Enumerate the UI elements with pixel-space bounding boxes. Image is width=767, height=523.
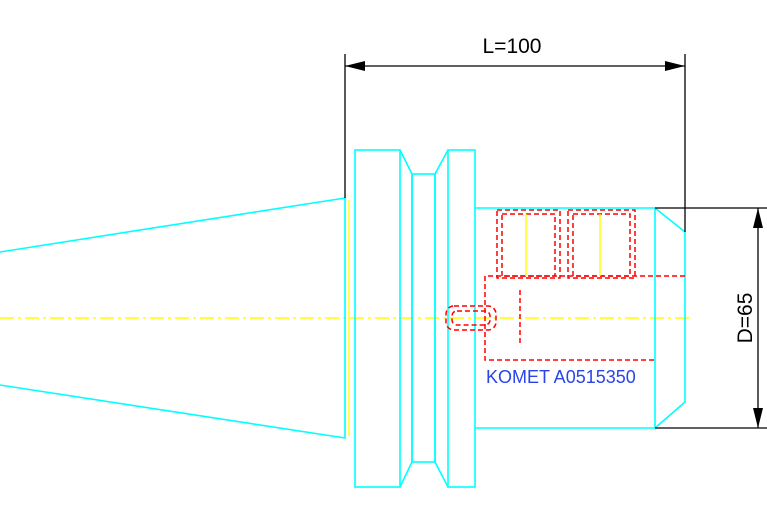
part-number-label: KOMET A0515350 (486, 367, 636, 387)
hidden-features (445, 209, 685, 361)
screw-thread-lines (525, 214, 601, 276)
diameter-dimension-label: D=65 (734, 293, 757, 344)
length-dimension (344, 54, 686, 232)
length-dimension-label: L=100 (483, 35, 542, 58)
flange (354, 149, 476, 488)
tool-body (475, 207, 686, 429)
taper-shank (0, 197, 350, 439)
diameter-dimension (655, 207, 767, 429)
